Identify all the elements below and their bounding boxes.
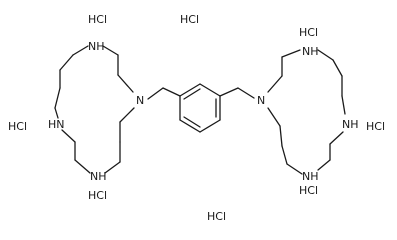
hcl-label: HCl	[8, 120, 27, 133]
atom-n-left-bottom: NH	[90, 170, 107, 183]
hcl-label: HCl	[299, 184, 318, 197]
right-methylene-linker	[219, 87, 255, 99]
atom-n-left-mid: HN	[48, 118, 65, 131]
atom-label-group: NH HN NH N N NH NH NH	[48, 40, 359, 183]
right-cyclam-ring	[267, 49, 346, 175]
atom-n-left-top: NH	[88, 40, 105, 53]
left-cyclam-ring	[54, 45, 135, 174]
benzene-ring	[179, 83, 221, 133]
hcl-label: HCl	[88, 13, 107, 26]
hcl-label-group: HCl HCl HCl HCl HCl HCl HCl HCl	[8, 13, 385, 223]
atom-n-left-tertiary: N	[136, 94, 144, 107]
hcl-label: HCl	[88, 189, 107, 202]
atom-n-right-tertiary: N	[257, 94, 265, 107]
atom-n-right-top: NH	[302, 45, 319, 58]
hcl-label: HCl	[366, 120, 385, 133]
atom-n-right-bottom: NH	[302, 170, 319, 183]
left-methylene-linker	[147, 87, 181, 100]
hcl-label: HCl	[299, 26, 318, 39]
hcl-label: HCl	[207, 210, 226, 223]
hcl-label: HCl	[180, 13, 199, 26]
atom-n-right-mid: NH	[342, 118, 359, 131]
